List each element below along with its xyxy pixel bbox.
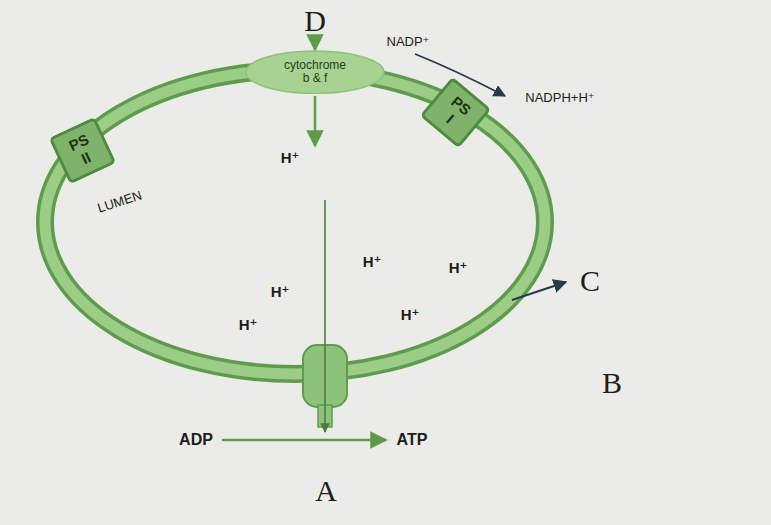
proton-flow-arrow	[324, 200, 326, 432]
callout-letter: C	[580, 264, 600, 297]
atp-arrow	[222, 439, 386, 442]
region-label: LUMEN	[96, 188, 144, 216]
molecule-label: ATP	[397, 431, 428, 449]
proton-label: H⁺	[449, 260, 468, 277]
molecule-label: ADP	[179, 431, 213, 449]
callout-arrow	[512, 282, 566, 300]
callout-letter: D	[304, 4, 326, 37]
molecule-label: NADP⁺	[387, 35, 430, 49]
membrane-ring	[45, 70, 545, 374]
photosystem-shape	[50, 118, 114, 182]
proton-label: H⁺	[271, 284, 290, 301]
proton-label: H⁺	[239, 317, 258, 334]
molecule-label: NADPH+H⁺	[525, 91, 594, 105]
callout-letter: A	[315, 474, 337, 507]
cytochrome-shape	[246, 51, 384, 93]
membrane-core	[45, 70, 545, 374]
cytochrome-oval: cytochrome b & f	[245, 50, 385, 94]
proton-label: H⁺	[281, 150, 300, 167]
proton-label: H⁺	[401, 307, 420, 324]
proton-label: H⁺	[363, 254, 382, 271]
complex-name: cytochrome b & f	[281, 59, 349, 85]
callout-letter: B	[602, 366, 622, 399]
proton-arrow	[314, 96, 317, 146]
input-arrow	[314, 38, 317, 50]
photosystem-shape	[421, 78, 489, 146]
